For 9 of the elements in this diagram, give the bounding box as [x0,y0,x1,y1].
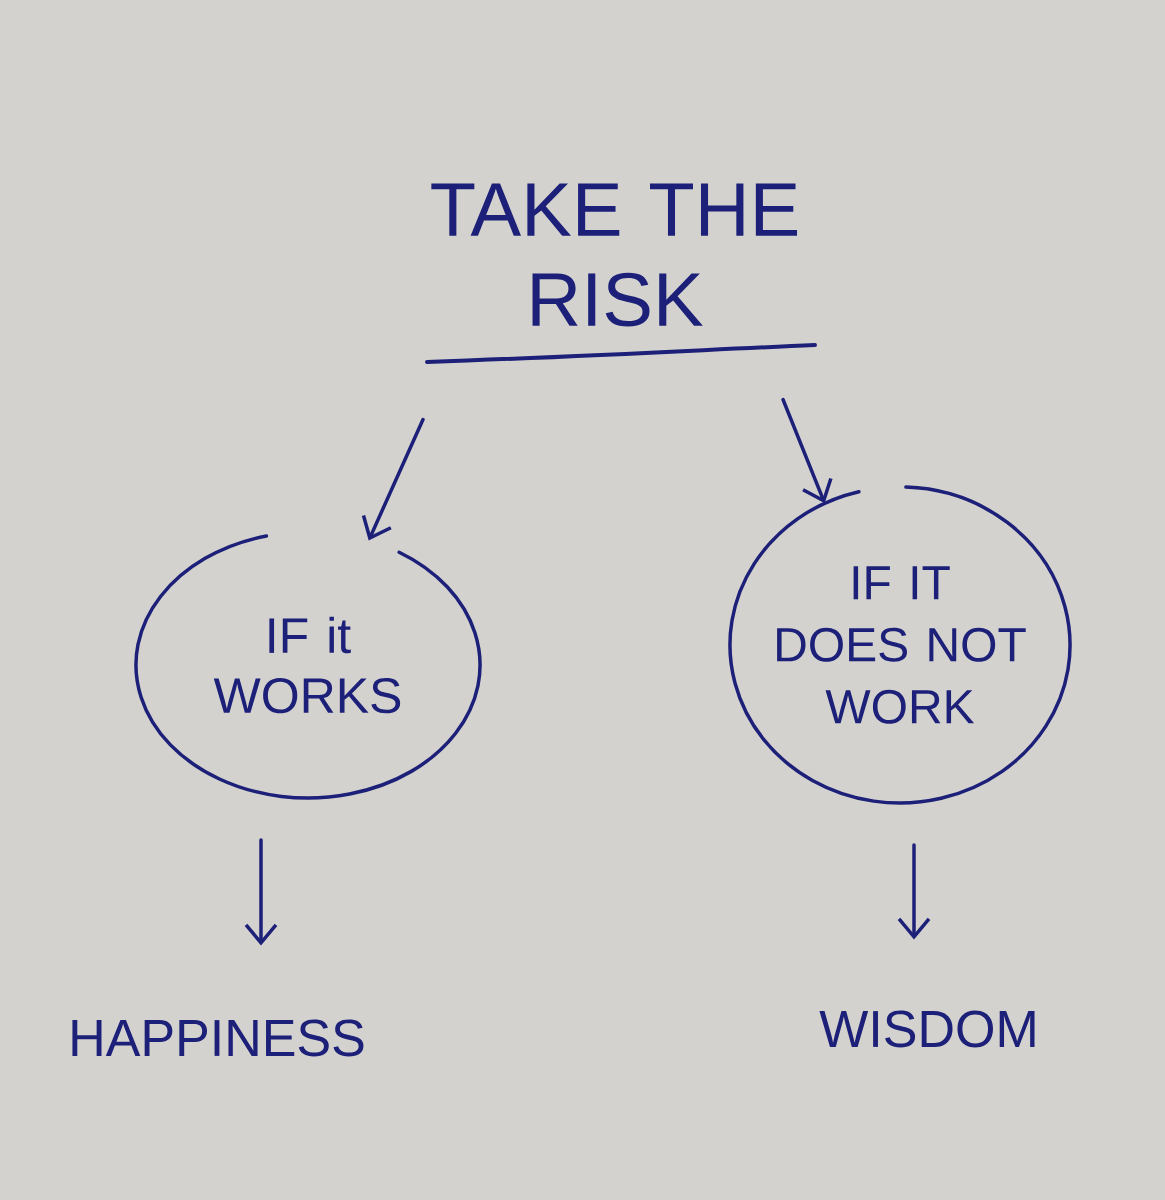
heading: TAKE THE RISK [431,183,798,327]
word-label: WISDOM [819,1010,1035,1048]
arrow [897,843,931,940]
circled-text: IF IT DOES NOT WORK [728,485,1072,805]
arrow [361,417,425,541]
circled-text: IF it WORKS [134,534,482,800]
word-label: HAPPINESS [72,1019,364,1057]
arrow [781,397,833,504]
arrow [244,838,278,946]
